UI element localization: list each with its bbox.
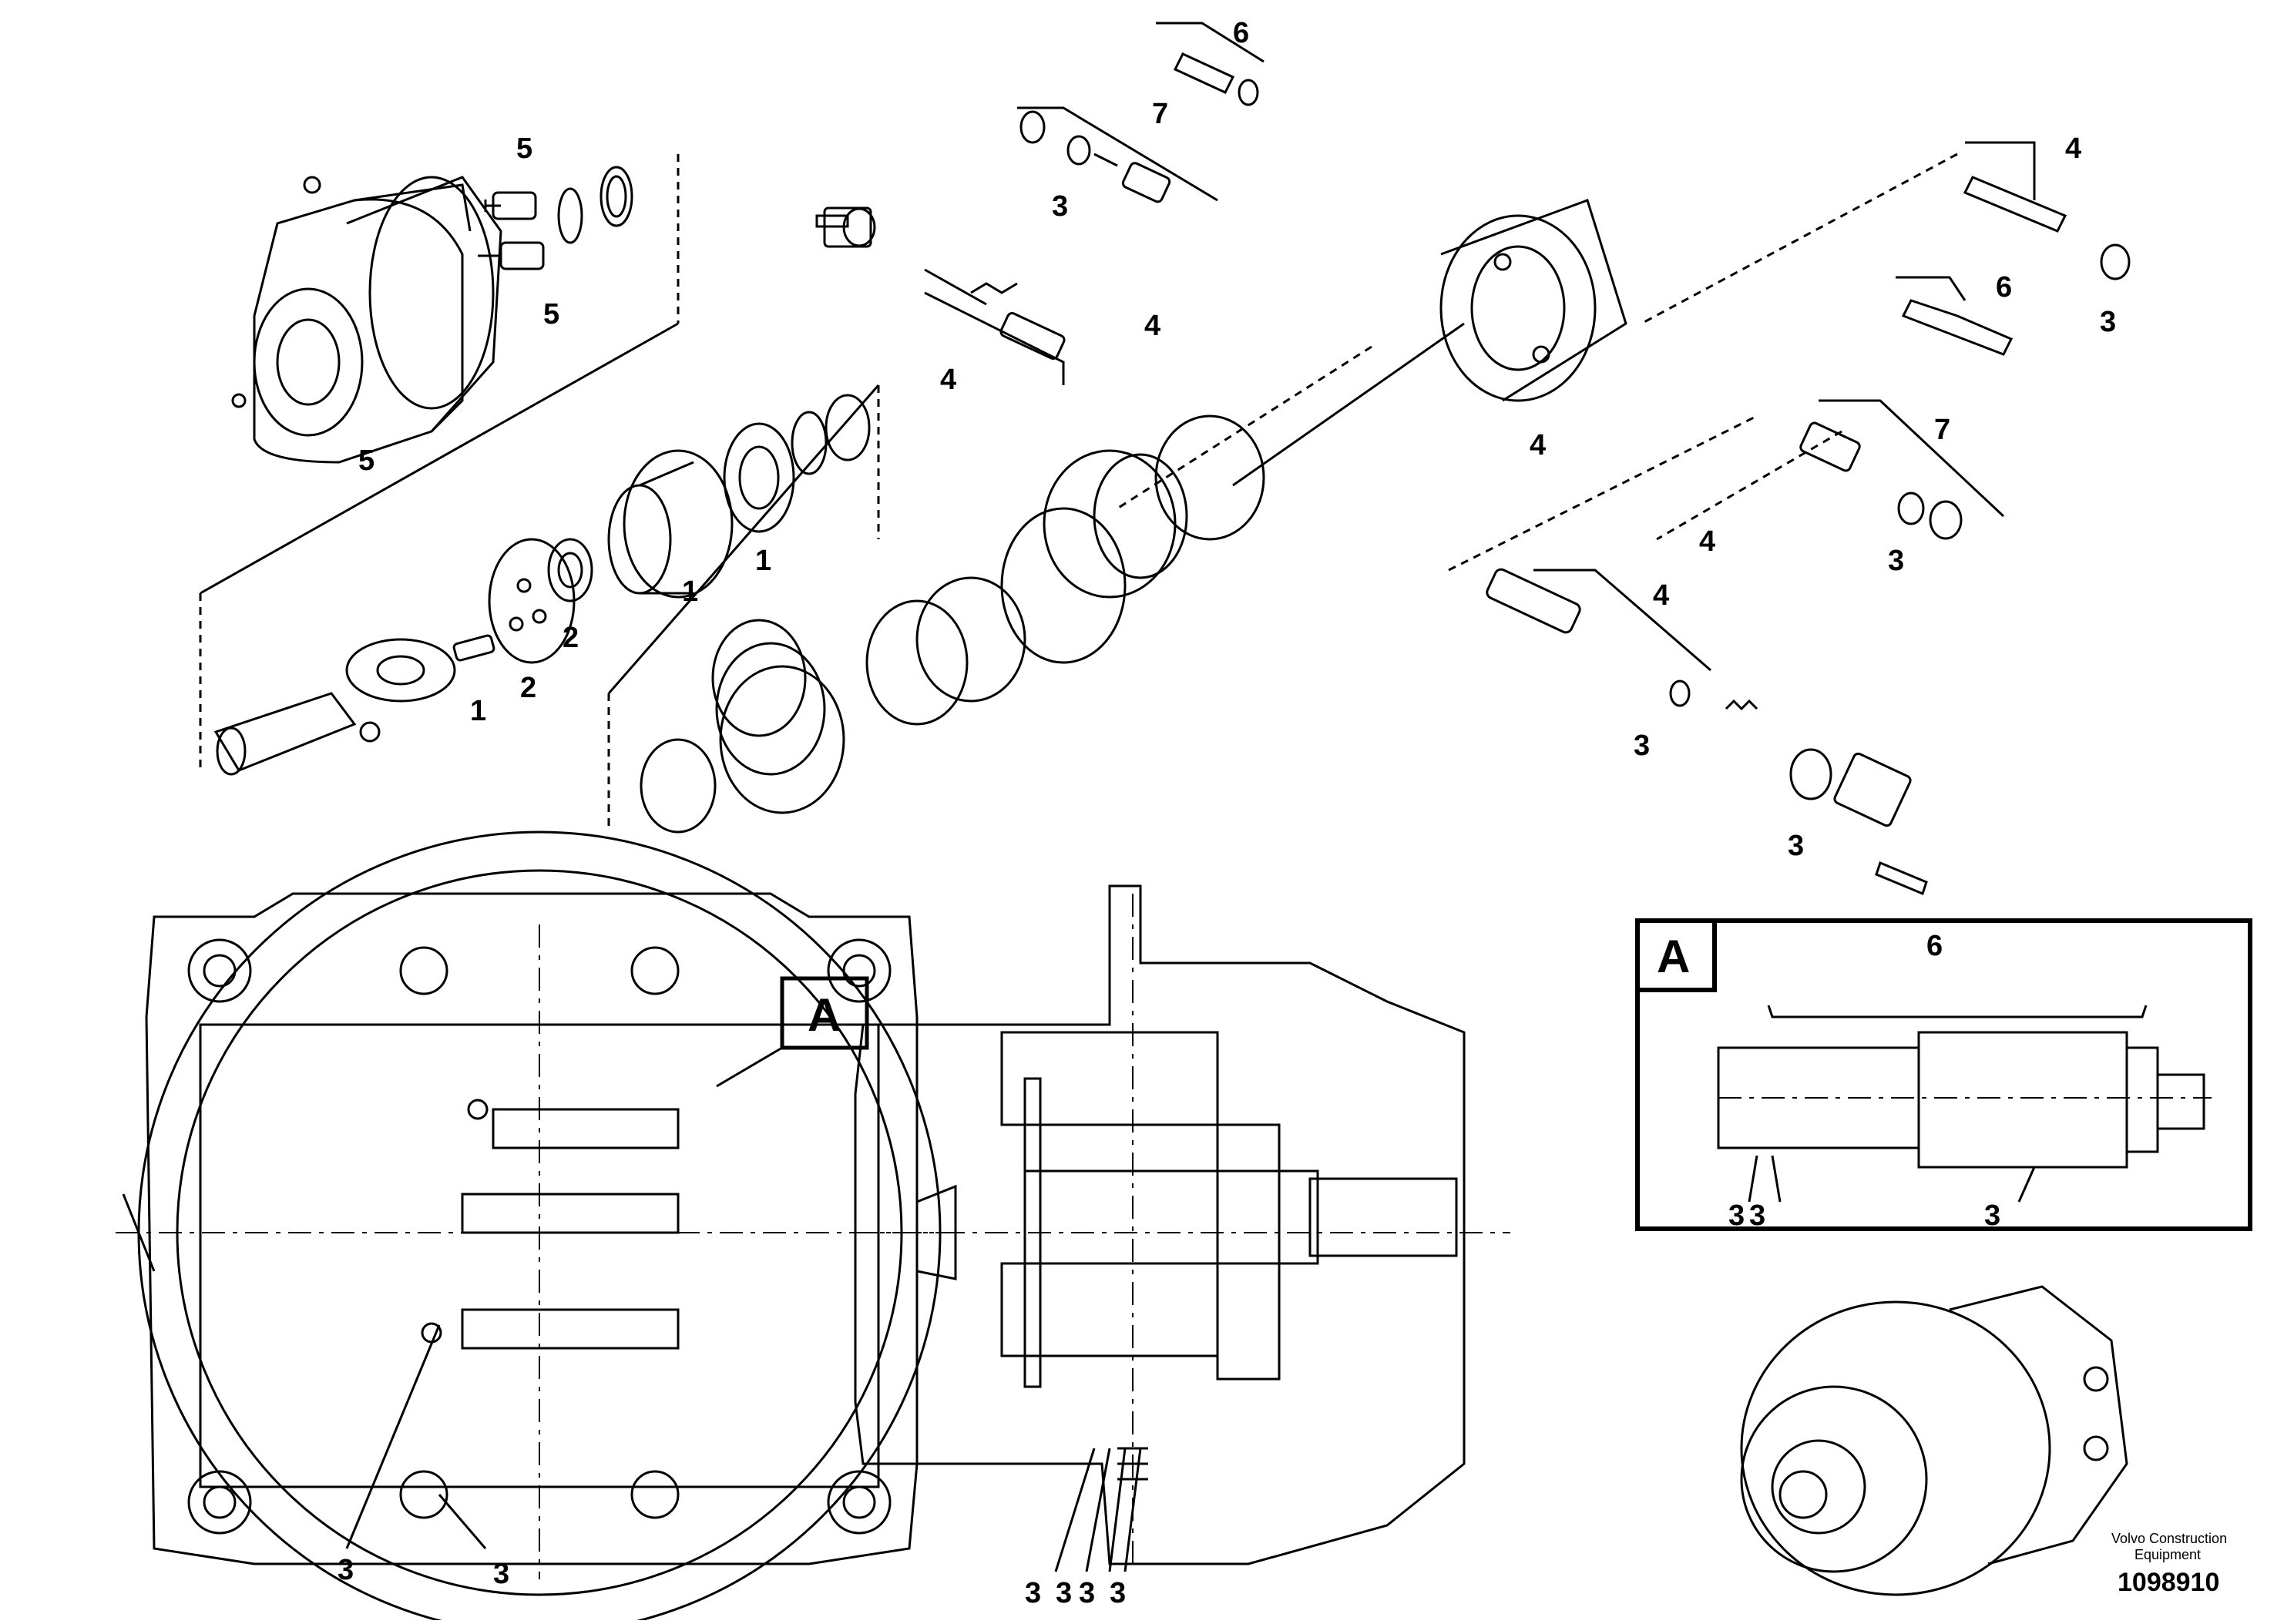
leader-3 xyxy=(1054,1448,1096,1572)
callout-4: 4 xyxy=(1144,310,1160,342)
leader-end-cover xyxy=(1232,322,1465,487)
callout-1: 1 xyxy=(470,695,486,727)
pin-1 xyxy=(452,634,495,662)
leader-spring-pack xyxy=(607,384,880,694)
end-cover xyxy=(1439,199,1627,402)
bearing-ring xyxy=(557,166,633,244)
leader-3 xyxy=(1123,1448,1142,1572)
callout-6: 6 xyxy=(1233,17,1249,49)
spool-4-lower xyxy=(1486,568,1912,827)
callout-1: 1 xyxy=(755,545,771,577)
callout-3: 3 xyxy=(1110,1577,1126,1609)
view-a-label: A xyxy=(808,989,841,1041)
piston-5-lower xyxy=(478,241,545,270)
callout-2: 2 xyxy=(520,672,536,704)
section-view-drawing xyxy=(854,884,1510,1572)
callout-5: 5 xyxy=(516,133,532,165)
callout-3: 3 xyxy=(1788,830,1804,862)
callout-4: 4 xyxy=(1530,429,1546,461)
detail-a-label: A xyxy=(1657,931,1690,982)
leader-housing xyxy=(200,322,679,595)
detail-a-valve xyxy=(1717,1005,2212,1203)
callout-3: 3 xyxy=(1052,190,1068,223)
callout-5: 5 xyxy=(543,298,559,331)
spool-4-left xyxy=(823,206,1066,360)
bolt-flange xyxy=(815,214,1928,896)
part-number: 1098910 xyxy=(2118,1568,2219,1597)
detail-a-frame xyxy=(1635,918,2252,1231)
callout-4: 4 xyxy=(940,364,956,396)
relief-valve-6-upper xyxy=(1173,52,1259,106)
callout-3: 3 xyxy=(1888,545,1904,577)
snap-rings xyxy=(791,394,871,475)
gear-carrier xyxy=(607,449,734,599)
bearing-1 xyxy=(723,422,795,533)
leader-3 xyxy=(1085,1448,1111,1572)
callout-3: 3 xyxy=(338,1554,354,1586)
callout-4: 4 xyxy=(2065,133,2081,165)
callout-7: 7 xyxy=(1934,414,1950,446)
callout-6: 6 xyxy=(1996,271,2012,304)
check-valve-7-upper xyxy=(1019,110,1171,203)
callout-3: 3 xyxy=(2100,306,2116,338)
callout-3: 3 xyxy=(1079,1577,1095,1609)
callout-3: 3 xyxy=(1984,1200,2000,1232)
leader-3 xyxy=(345,1324,441,1549)
callout-3: 3 xyxy=(1749,1200,1765,1232)
callout-brackets xyxy=(924,22,2036,672)
callout-6: 6 xyxy=(1926,930,1943,962)
view-a-marker xyxy=(716,976,869,1088)
check-valve-7-right xyxy=(1799,421,1963,540)
piston-5-upper xyxy=(484,191,537,220)
motor-illustration xyxy=(1740,1285,2128,1596)
brake-springs xyxy=(640,414,1265,834)
callout-4: 4 xyxy=(1699,525,1715,558)
leader-3 xyxy=(1108,1448,1127,1572)
drive-shaft xyxy=(213,638,456,776)
callout-3: 3 xyxy=(1056,1577,1072,1609)
callout-3: 3 xyxy=(493,1558,509,1590)
brand-line-1: Volvo Construction xyxy=(2111,1531,2227,1546)
brand-line-2: Equipment xyxy=(2134,1547,2201,1562)
callout-4: 4 xyxy=(1653,579,1669,612)
assembly-bracket-left xyxy=(199,153,1958,832)
relief-valve-6-right xyxy=(1901,299,2014,356)
callout-3: 3 xyxy=(1728,1200,1745,1232)
callout-2: 2 xyxy=(563,622,579,654)
end-view-drawing xyxy=(116,830,957,1624)
motor-housing xyxy=(231,176,502,464)
callout-3: 3 xyxy=(1634,730,1650,762)
callout-1: 1 xyxy=(682,575,698,608)
callout-5: 5 xyxy=(358,445,374,477)
spool-4-right-upper xyxy=(1963,176,2131,280)
bearing-2 xyxy=(547,538,593,602)
callout-3: 3 xyxy=(1025,1577,1041,1609)
leader-3 xyxy=(438,1494,487,1549)
callout-7: 7 xyxy=(1152,98,1168,130)
